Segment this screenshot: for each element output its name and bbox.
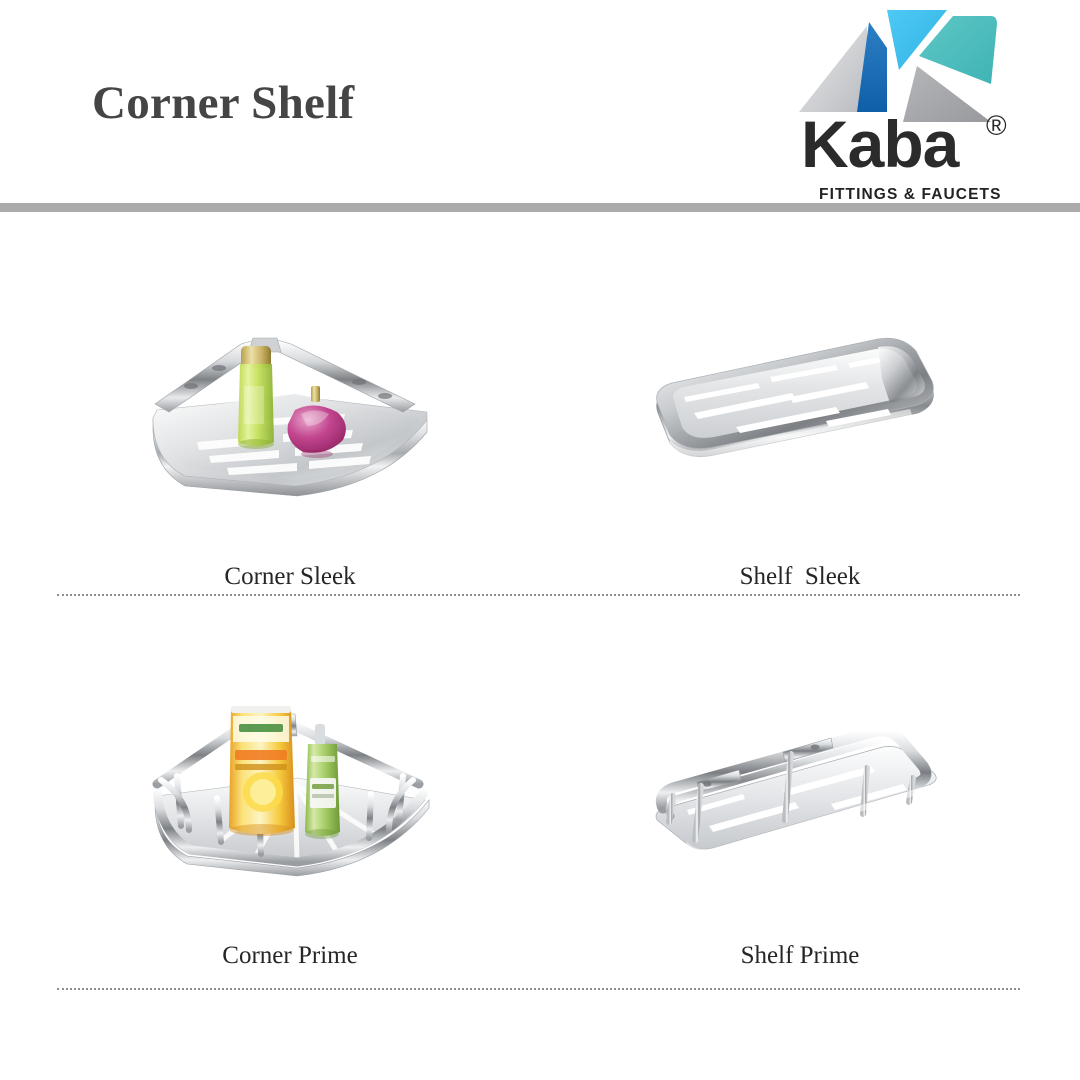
garnier-face-wash-tube-graphic xyxy=(229,706,295,836)
registered-trademark-icon: ® xyxy=(986,110,1007,141)
product-label-corner-prime: Corner Prime xyxy=(222,942,358,969)
page-title: Corner Shelf xyxy=(92,77,355,129)
product-image-shelf-sleek xyxy=(656,337,934,457)
pink-perfume-bottle-graphic xyxy=(287,386,346,458)
product-label-corner-sleek: Corner Sleek xyxy=(224,563,356,590)
kaba-k-monogram-icon xyxy=(799,10,997,122)
product-cell-shelf-sleek[interactable]: Shelf Sleek xyxy=(570,280,1030,610)
brand-logo: Kaba ® FITTINGS & FAUCETS xyxy=(795,8,1030,203)
product-image-corner-prime xyxy=(152,706,430,877)
product-image-corner-sleek xyxy=(152,337,428,497)
product-cell-corner-prime[interactable]: Corner Prime xyxy=(60,670,520,1000)
product-cell-corner-sleek[interactable]: Corner Sleek xyxy=(60,280,520,610)
product-image-shelf-prime xyxy=(655,725,937,855)
page-header: Corner Shelf xyxy=(0,0,1080,212)
garnier-green-cleanser-bottle-graphic xyxy=(305,724,340,839)
brand-tagline: FITTINGS & FAUCETS xyxy=(819,186,1002,203)
row-divider-top xyxy=(57,594,1020,596)
header-divider-bar xyxy=(0,203,1080,212)
green-toner-bottle-graphic xyxy=(238,346,274,449)
brand-wordmark: Kaba xyxy=(801,107,959,181)
product-label-shelf-prime: Shelf Prime xyxy=(740,942,860,969)
row-divider-bottom xyxy=(57,988,1020,990)
product-cell-shelf-prime[interactable]: Shelf Prime xyxy=(570,670,1030,1000)
product-label-shelf-sleek: Shelf Sleek xyxy=(739,563,861,590)
